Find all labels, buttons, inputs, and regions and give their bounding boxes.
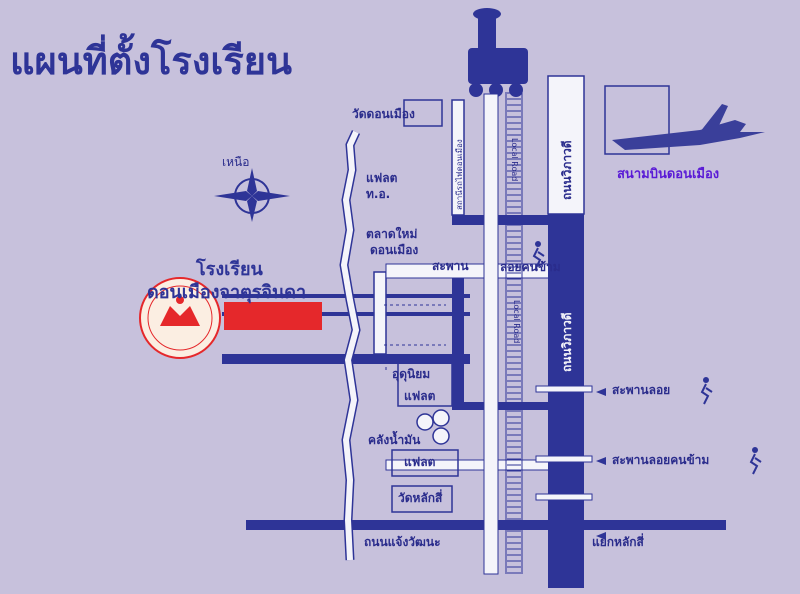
laksi-junction-label: แยกหลักสี่ [592, 533, 645, 549]
railway [505, 92, 523, 574]
north-label: เหนือ [222, 155, 249, 169]
flat-2-label: แฟลต [404, 455, 436, 469]
local-road-label-2: Local Road [512, 300, 521, 343]
local-road-white [483, 93, 499, 575]
vibhavadi-label-2: ถนนวิภาวดี [560, 312, 574, 372]
saphan-label: สะพาน [432, 259, 469, 273]
arrow-left-icon [596, 532, 606, 540]
loy-khon-label: ลอยคนข้าม [500, 260, 561, 274]
wat-lak-si-label: วัดหลักสี่ [398, 489, 443, 505]
page-title: แผนที่ตั้งโรงเรียน [10, 33, 292, 83]
saphan-loy-khon-label: สะพานลอยคนข้าม [612, 453, 709, 467]
oil-tank-icon [416, 409, 450, 445]
oil-depot-label: คลังน้ำมัน [368, 430, 421, 447]
flat-1-label: แฟลต [404, 389, 436, 403]
flat-to-line1: แฟลต [366, 171, 398, 185]
wat-don-mueang-label: วัดดอนเมือง [352, 107, 415, 121]
local-road-label-1: Local Road [510, 138, 519, 181]
pedestrian-icon [700, 377, 713, 405]
udomniyom-label: อุดุนิยม [392, 367, 430, 382]
arrow-left-icon [596, 457, 606, 465]
pedestrian-icon [749, 447, 762, 475]
flat2-box [391, 449, 459, 477]
school-name-line1: โรงเรียน [195, 258, 263, 280]
chaengwattana-label: ถนนแจ้งวัฒนะ [364, 535, 441, 549]
compass-icon [214, 168, 290, 222]
talad-mai-line2: ดอนเมือง [370, 243, 418, 257]
wat-don-mueang-box [403, 99, 443, 127]
vibhavadi-road [548, 214, 584, 588]
train-icon [468, 8, 528, 97]
school-seal-icon [139, 277, 221, 359]
school-block [224, 302, 322, 330]
udomniyom-box [397, 361, 453, 407]
station-column [451, 99, 465, 216]
talad-mai-line1: ตลาดใหม่ [366, 226, 417, 241]
footbridge-1 [535, 385, 593, 393]
footbridge-2 [535, 455, 593, 463]
footbridge-3 [535, 493, 593, 501]
arrow-left-icon [596, 388, 606, 396]
saphan-loy-label: สะพานลอย [612, 383, 670, 397]
station-label: สถานีรถไฟดอนเมือง [455, 139, 464, 210]
airplane-icon [612, 104, 765, 150]
lak-si-box [391, 485, 453, 513]
airport-label: สนามบินดอนเมือง [617, 166, 719, 182]
flat-to-line2: ท.อ. [366, 187, 390, 201]
school-name-line2: ดอนเมืองจาตุรจินดา [147, 282, 306, 304]
vibhavadi-label-1: ถนนวิภาวดี [560, 140, 574, 200]
pedestrian-icon [532, 241, 545, 269]
airport-box [604, 85, 670, 155]
